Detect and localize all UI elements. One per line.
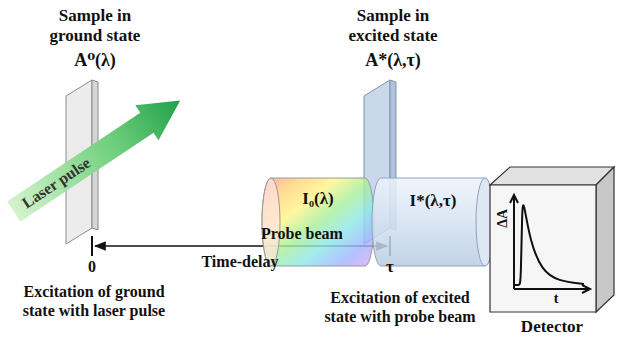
detector-shape — [486, 163, 618, 341]
detector-box — [490, 167, 614, 312]
time-mark: 0 — [88, 257, 96, 276]
step-description: Excitation of ground state with laser pu… — [16, 282, 172, 320]
node-text: Detector — [521, 316, 583, 338]
node-text: I₀(λ) — [302, 188, 333, 210]
time-mark: τ — [386, 257, 394, 277]
detector: Detector — [486, 163, 618, 341]
axis-label: t — [554, 291, 559, 308]
beam-label: Probe beam — [261, 224, 343, 243]
probe-beam-cylinder — [262, 178, 374, 266]
transmitted-beam-cylinder — [372, 178, 494, 266]
axis-label: ΔA — [495, 209, 512, 228]
step-description: Excitation of excited state with probe b… — [322, 288, 478, 326]
probe-beam: I₀(λ) — [262, 178, 374, 266]
transmitted-beam: I*(λ,τ) — [372, 178, 494, 266]
node-text: I*(λ,τ) — [410, 190, 457, 212]
signal-graph — [510, 195, 590, 293]
sample-heading: Sample in ground state — [34, 6, 156, 47]
axis-label: Time-delay — [201, 252, 278, 271]
laser-arrow — [2, 83, 192, 229]
absorbance-symbol: A⁰(λ) — [74, 50, 116, 72]
absorbance-symbol: A*(λ,τ) — [365, 50, 421, 72]
sample-heading: Sample in excited state — [330, 6, 457, 47]
